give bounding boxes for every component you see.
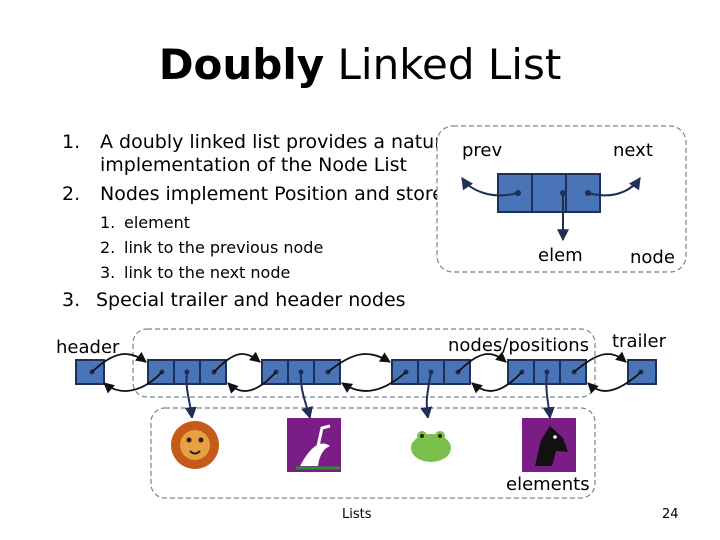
prev-pointer-arrow [461,177,519,197]
sub-bullet-3-number: 3. [100,263,116,282]
sub-bullet-1-number: 1. [100,213,116,232]
title-bold: Doubly [158,40,325,89]
list-node-2 [261,359,341,385]
bullet-3: 3. Special trailer and header nodes [62,289,462,312]
next-pointer-arrow [587,177,641,197]
positions-region [132,328,596,398]
bullet-1-line-2: implementation of the Node List [100,154,407,176]
sub-bullet-2-text: link to the previous node [124,238,324,257]
node-diagram-node [497,173,601,213]
node-elem-label: elem [538,245,583,266]
sub-bullet-1-text: element [124,213,190,232]
bullet-2-line-1: Nodes implement Position and store: [100,183,451,205]
sub-bullet-2-number: 2. [100,238,116,257]
bullet-2-number: 2. [62,183,81,205]
node-prev-label: prev [462,140,503,161]
header-label: header [56,337,120,358]
bullet-3-number: 3. [62,289,81,311]
bullet-3-text: Special trailer and header nodes [96,289,406,311]
bullet-2: 2. Nodes implement Position and store: [62,183,450,206]
trailer-node [627,359,657,385]
trailer-label: trailer [612,331,667,352]
title-rest: Linked List [324,40,562,89]
sub-bullet-3-text: link to the next node [124,263,291,282]
node-label: node [630,247,675,268]
positions-label: nodes/positions [448,335,589,356]
page-number: 24 [662,507,679,522]
list-links [91,351,642,394]
sub-bullet-3: 3. link to the next node [100,261,400,285]
node-prev-cell [497,173,533,213]
elements-label: elements [506,474,590,495]
element-links [184,371,555,420]
bullet-1-number: 1. [62,131,81,153]
footer-title: Lists [342,507,372,522]
elements-region [150,407,596,499]
frog-icon [404,418,458,472]
heron-icon [287,418,341,472]
slide-title: Doubly Linked List [0,40,720,89]
node-next-cell [565,173,601,213]
horse-icon [522,418,576,472]
header-node [75,359,105,385]
lion-icon [168,418,222,472]
sub-bullet-2: 2. link to the previous node [100,236,400,260]
bullet-1: 1. A doubly linked list provides a natur… [62,131,459,177]
node-diagram [436,125,687,273]
bullet-1-line-1: A doubly linked list provides a natural [100,131,459,153]
node-next-label: next [613,140,653,161]
sub-bullet-1: 1. element [100,211,400,235]
